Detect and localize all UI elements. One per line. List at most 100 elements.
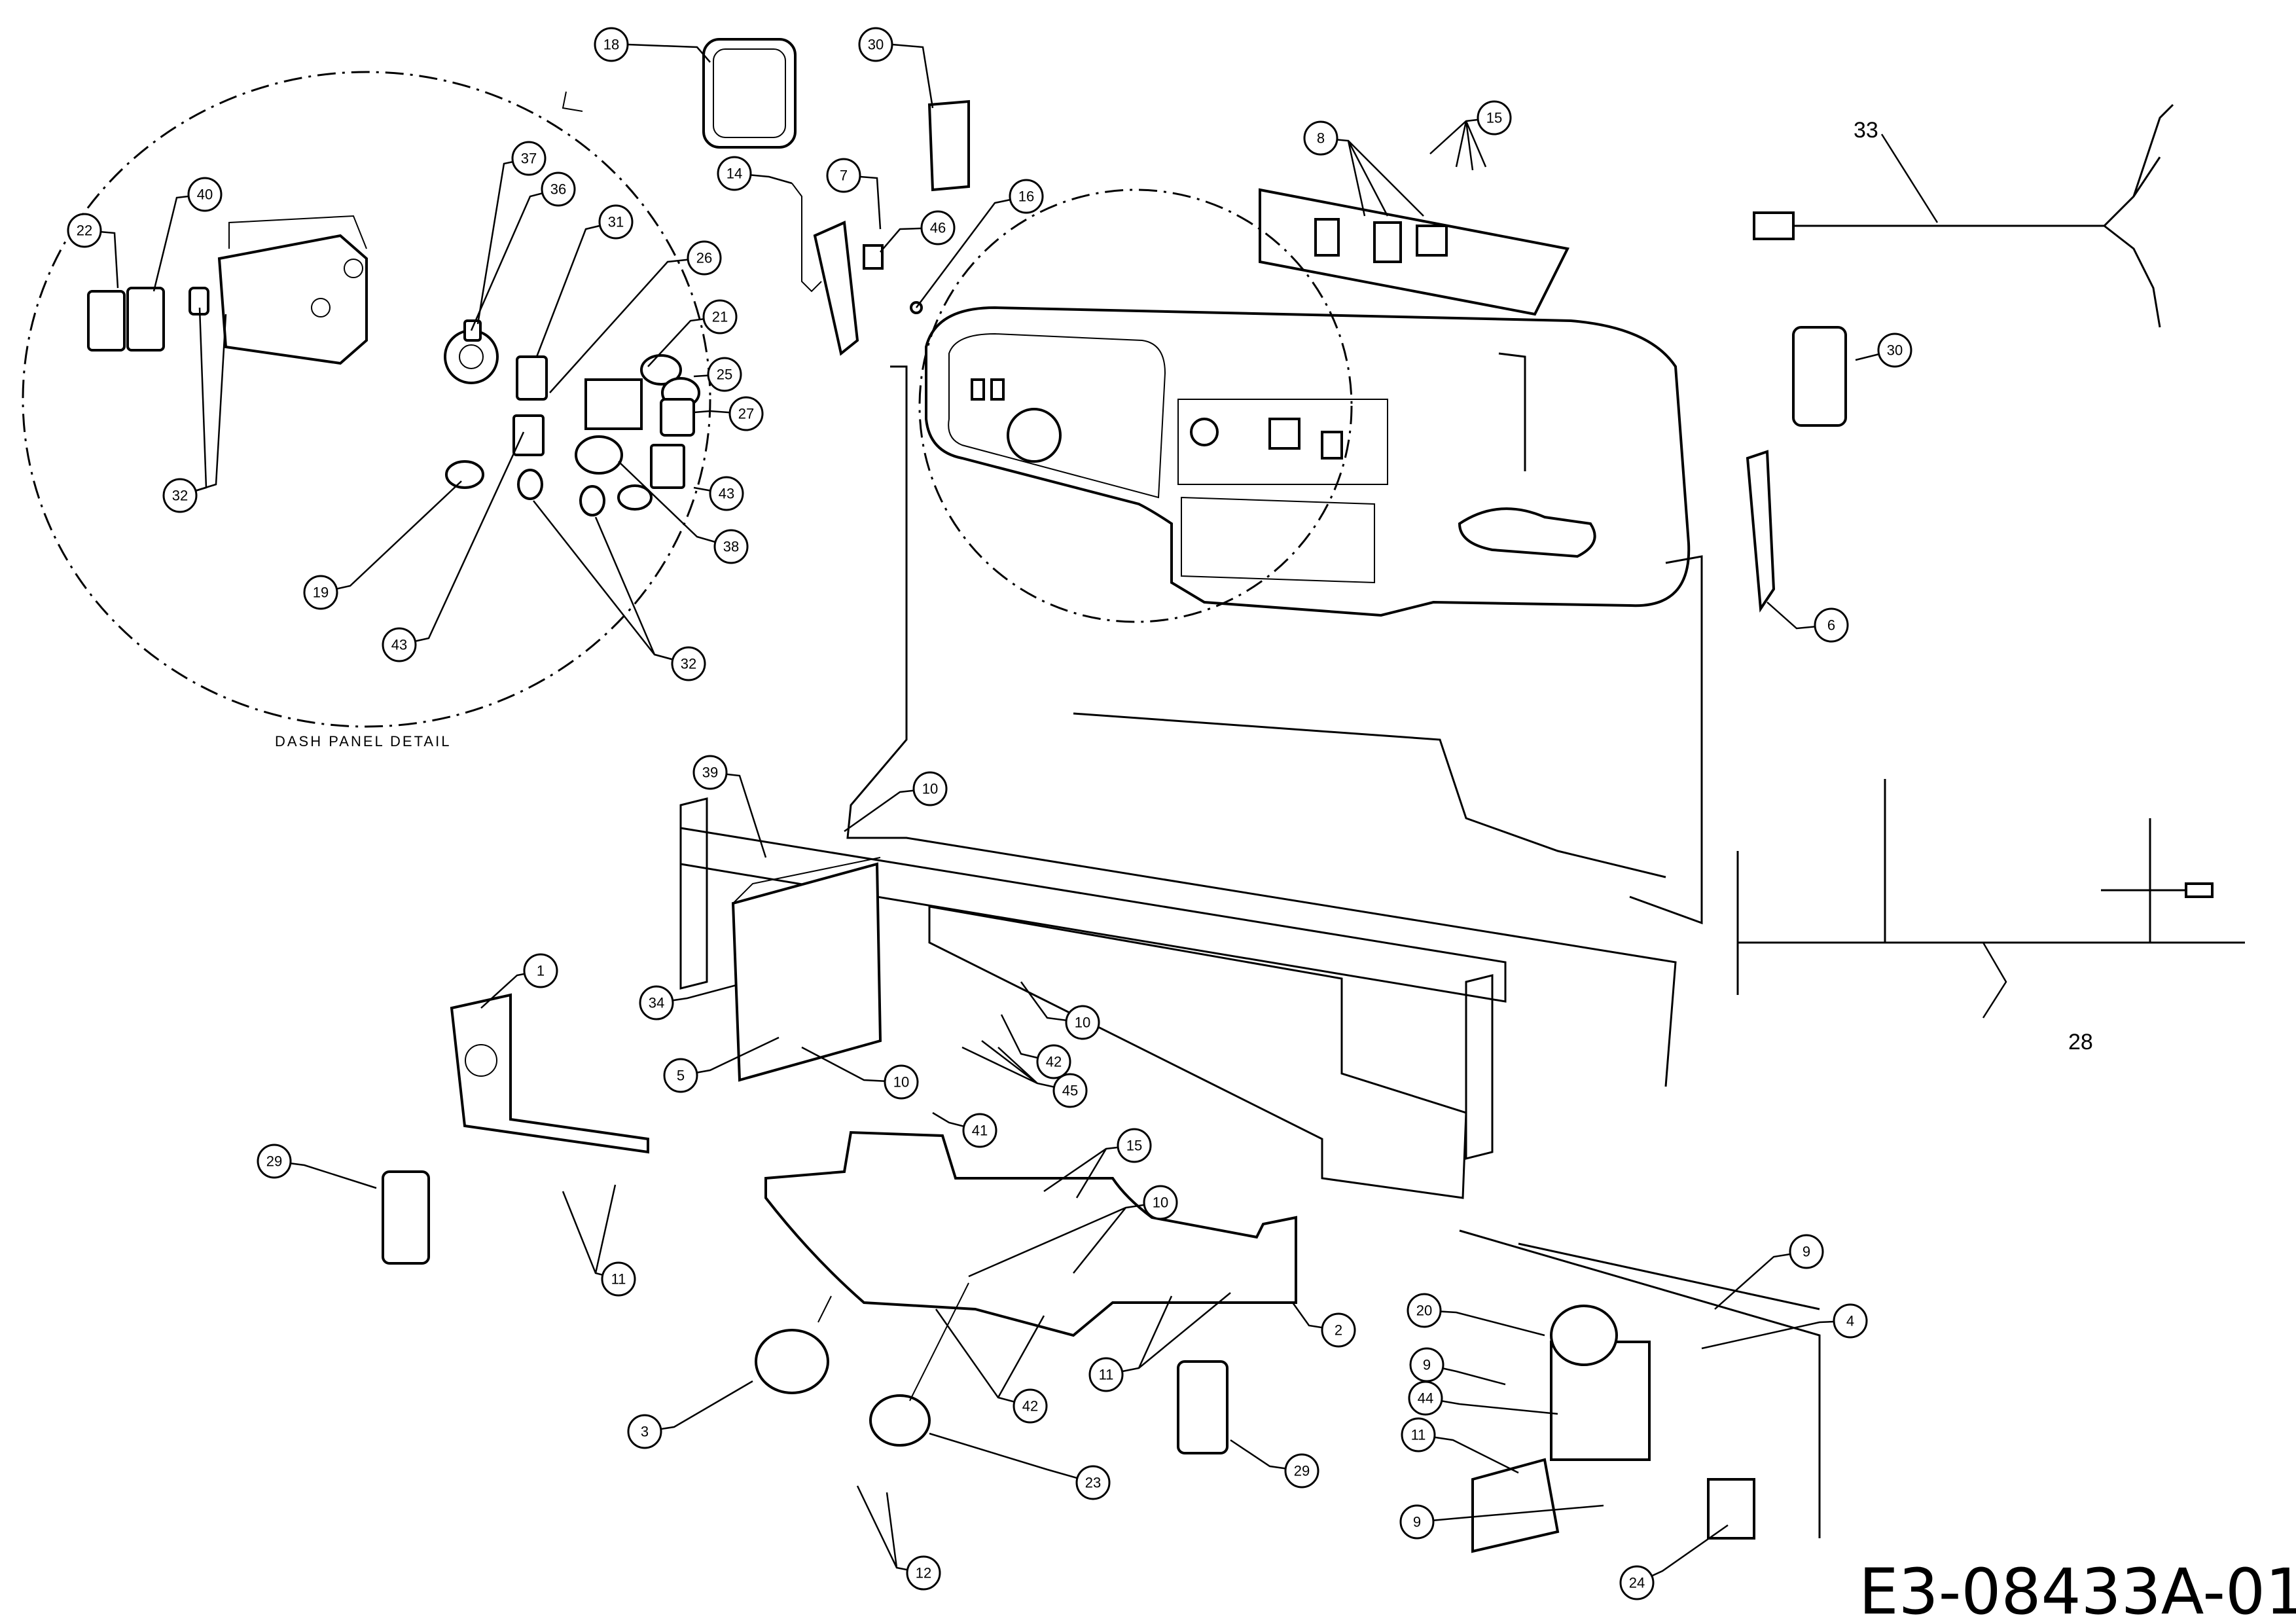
harness-branch [2104,225,2161,328]
callout-circle [1408,1380,1443,1416]
left-upright [846,365,908,839]
callout-c32a: 32 [162,478,198,513]
right-post [1498,352,1526,471]
controller-inset [1459,1229,1821,1553]
wire-harness-33 [1753,103,2174,328]
callout-number: 10 [893,1074,909,1091]
callout-circle [1013,1388,1048,1424]
callout-circle [709,476,744,511]
callout-c14: 14 [717,156,752,191]
callout-c43b: 43 [382,627,417,662]
callout-number: 26 [696,250,712,266]
callout-number: 6 [1827,617,1835,634]
callout-number: 5 [677,1068,685,1084]
callout-c30a: 30 [858,27,893,62]
callout-c16: 16 [1009,179,1044,214]
callout-circle [1052,1073,1088,1108]
clip-46 [863,244,884,270]
callout-c36: 36 [541,171,576,207]
dash-ignition [1007,408,1062,463]
pedal-plate-2 [764,1130,1297,1337]
callout-circle [1877,333,1912,368]
callout-c44: 44 [1408,1380,1443,1416]
callout-circle [67,213,102,248]
bracket-7 [813,221,859,356]
callout-number: 32 [681,656,696,672]
callout-number: 7 [840,168,848,184]
callout-number: 14 [726,166,742,182]
callout-circle [594,27,629,62]
indicator-light-19 [445,460,484,489]
leader-lines [84,43,2007,1584]
callout-number: 38 [723,539,739,555]
callout-circle [713,529,749,564]
callout-c43a: 43 [709,476,744,511]
shift-knob-3 [755,1329,829,1394]
cable-14 [791,183,822,293]
callout-number: 30 [868,37,884,53]
callout-number: 10 [1075,1015,1090,1031]
lower-floor-panel [928,905,1467,1199]
battery-34 [731,862,882,1082]
callout-c2: 2 [1321,1312,1356,1348]
left-front-bracket [679,797,708,990]
cup-holder-30a [927,99,970,192]
rocker-switch-40 [126,287,165,352]
dash-panel-detail [22,71,711,728]
dash-toggle [1321,431,1343,460]
wire-harness-28 [1736,779,2245,995]
callout-c11a: 11 [601,1261,636,1297]
callout-circle [257,1144,292,1179]
detail-caption: DASH PANEL DETAIL [275,733,451,749]
harness-connector [1753,211,1795,240]
callout-circle [1143,1185,1178,1220]
center-instrument-panel [1177,399,1388,485]
sensor-rod [909,1282,969,1401]
callout-c29b: 29 [1284,1453,1319,1489]
callout-circle [663,1058,698,1093]
callout-number: 29 [1294,1463,1310,1479]
switch-bezel-43 [512,414,545,456]
callout-circle [1088,1357,1124,1392]
switch-27 [660,398,695,437]
callout-circle [1833,1303,1868,1339]
relay-24 [1707,1478,1755,1540]
callout-circle [1619,1565,1655,1600]
harness-trunk [1793,156,2161,227]
callout-number: 18 [603,37,619,53]
callout-circle [912,771,948,806]
callout-number: 40 [197,187,213,203]
callout-number: 44 [1418,1390,1433,1407]
callout-number: 20 [1416,1303,1432,1319]
harness-28-connector [2185,882,2214,898]
callout-number: 19 [313,585,329,601]
callout-c9b: 9 [1409,1347,1444,1382]
cup-holder-29a [382,1170,430,1265]
callout-c25: 25 [707,357,742,392]
bracket-6 [1746,450,1776,613]
callout-number: 42 [1022,1398,1038,1415]
callout-circle [962,1113,997,1148]
callout-circle [1401,1417,1436,1453]
dash-switch [990,378,1005,401]
callout-c5: 5 [663,1058,698,1093]
callout-c23: 23 [1075,1465,1111,1500]
callout-c15a: 15 [1477,100,1512,135]
floor-edge [890,837,1677,1087]
glove-box-opening [1181,496,1375,584]
inset-frame-rail [1518,1242,1820,1310]
left-dash-pod [948,333,1166,499]
relay-panel [1259,188,1570,316]
callout-number: 11 [611,1271,626,1288]
bulb-32b [579,485,605,516]
callout-c26: 26 [687,240,722,276]
callout-number: 9 [1413,1514,1421,1530]
drawing-number: E3-08433A-01 [1859,1555,2296,1624]
callout-c41: 41 [962,1113,997,1148]
callout-number: 43 [391,637,407,653]
callout-number: 43 [719,486,734,502]
right-upright [1629,555,1703,925]
callout-number: 32 [172,488,188,504]
callout-circle [541,171,576,207]
